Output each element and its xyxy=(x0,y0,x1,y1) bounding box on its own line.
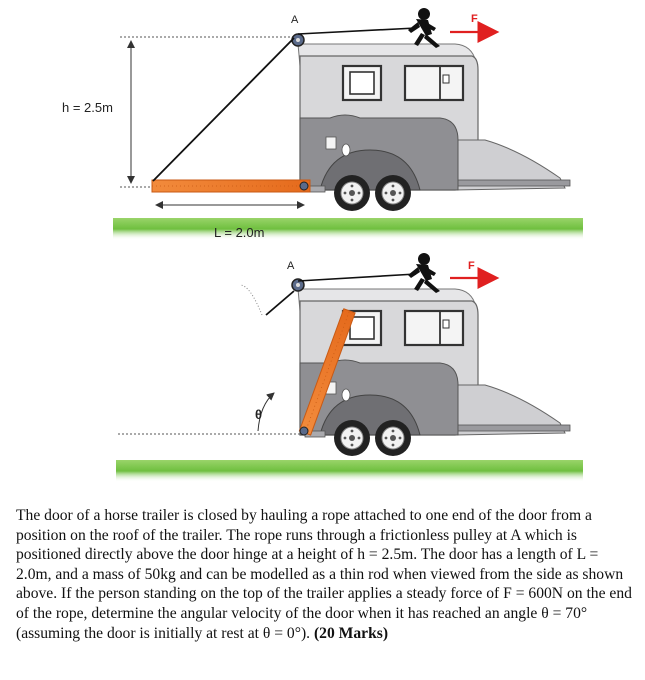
pulley-label-bottom: A xyxy=(287,260,295,272)
angle-arc xyxy=(257,392,275,432)
ground-top xyxy=(113,218,583,240)
rope-top-diagonal xyxy=(152,37,295,182)
force-label-top: F xyxy=(471,13,478,25)
trailer-top xyxy=(290,6,572,213)
length-label: L = 2.0m xyxy=(214,225,264,240)
rope-bottom-segment xyxy=(265,290,295,316)
door-open xyxy=(151,179,311,193)
height-label: h = 2.5m xyxy=(62,100,113,115)
force-label-bottom: F xyxy=(468,260,475,272)
top-panel: h = 2.5m F A L = 2.0m xyxy=(58,6,583,240)
rope-top-roof xyxy=(297,27,417,35)
rope-bottom-roof xyxy=(297,273,417,282)
angle-label: θ xyxy=(255,407,262,422)
bottom-panel: θ F A xyxy=(116,251,583,482)
problem-statement: The door of a horse trailer is closed by… xyxy=(16,506,636,643)
door-hinge-top xyxy=(299,181,309,191)
door-tip-path xyxy=(239,284,263,316)
horse-trailer-diagram: h = 2.5m F A L = 2.0m xyxy=(58,6,583,482)
door-hinge-bottom xyxy=(299,426,309,436)
problem-text: The door of a horse trailer is closed by… xyxy=(16,507,632,642)
problem-marks: (20 Marks) xyxy=(313,624,389,642)
pulley-label-top: A xyxy=(291,14,299,26)
ground-bottom xyxy=(116,460,583,482)
